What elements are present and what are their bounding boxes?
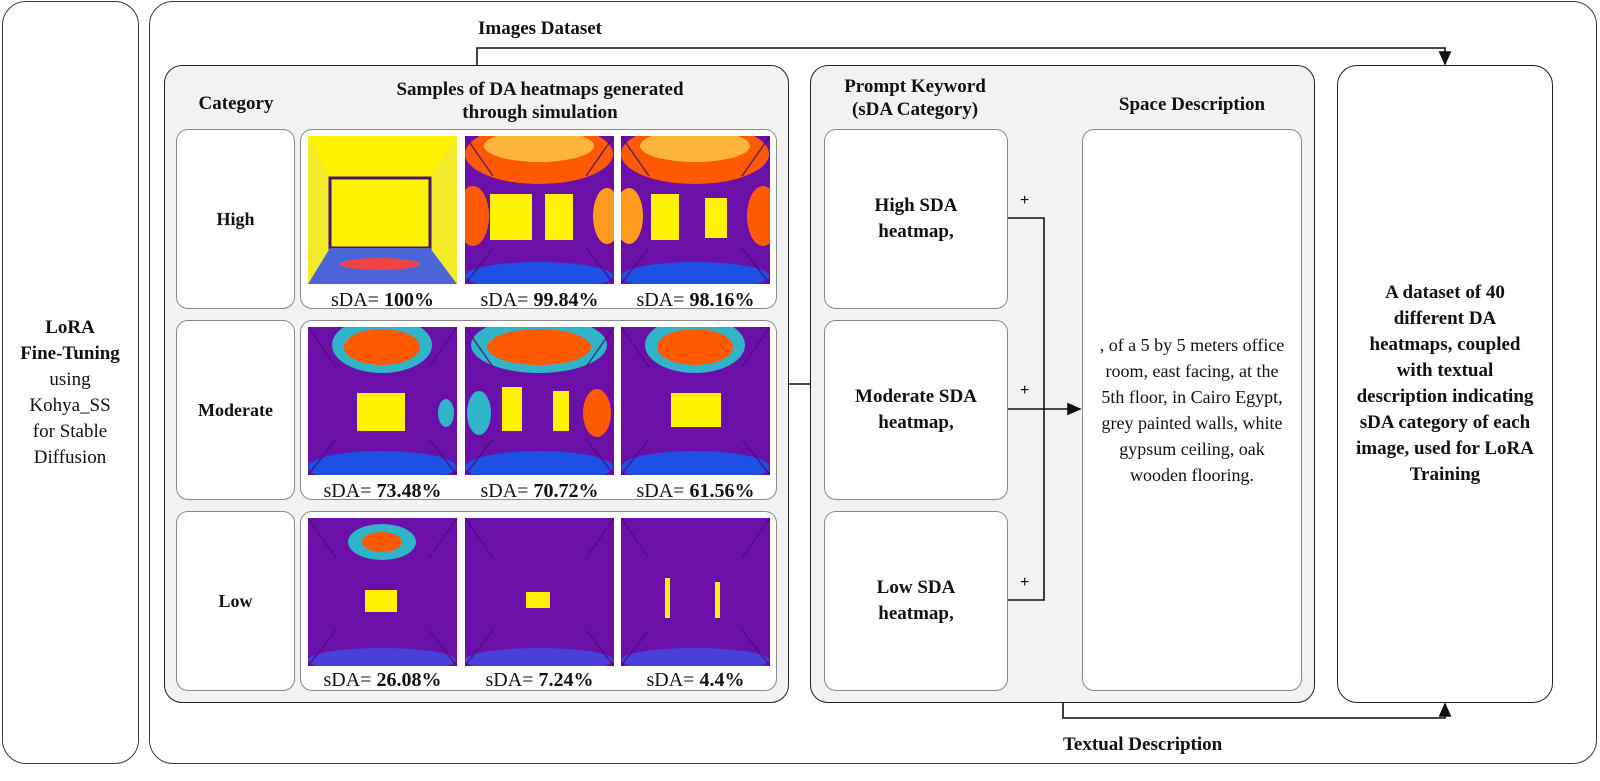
- prompt-keyword-header-line2: (sDA Category): [851, 99, 979, 120]
- lora-title-line2: Fine-Tuning: [20, 343, 120, 364]
- textual-description-arrow: [1062, 702, 1452, 719]
- sda-caption-value: 99.84%: [533, 289, 599, 311]
- sda-caption-value: 61.56%: [689, 480, 755, 502]
- sda-caption: sDA= 100%: [308, 289, 457, 311]
- left-frame: [2, 1, 139, 764]
- keyword-line1: Moderate SDA: [855, 386, 977, 407]
- sda-caption: sDA= 4.4%: [621, 669, 770, 691]
- keyword-line1: Low SDA: [876, 577, 956, 598]
- sda-caption-value: 7.24%: [538, 669, 594, 691]
- sda-caption-value: 26.08%: [376, 669, 442, 691]
- plus-sign-moderate: +: [1020, 382, 1030, 399]
- lora-title-line1: LoRA: [45, 317, 95, 338]
- category-header: Category: [198, 93, 274, 114]
- samples-header: Samples of DA heatmaps generated through…: [300, 78, 780, 124]
- images-dataset-arrow: [476, 47, 1452, 66]
- sda-caption: sDA= 70.72%: [465, 480, 614, 502]
- keyword-line2: heatmap,: [878, 603, 954, 624]
- heatmap-image: [464, 517, 615, 672]
- category-label: Moderate: [198, 399, 273, 420]
- lora-line3: using: [49, 369, 91, 390]
- prompt-keyword-header-line1: Prompt Keyword: [844, 76, 986, 97]
- samples-header-line1: Samples of DA heatmaps generated: [396, 79, 684, 100]
- sda-caption-prefix: sDA=: [480, 480, 534, 502]
- category-label: High: [216, 208, 255, 229]
- sda-caption-value: 73.48%: [376, 480, 442, 502]
- category-cell-high: High: [176, 129, 295, 309]
- images-dataset-label: Images Dataset: [478, 18, 603, 39]
- sda-caption-prefix: sDA=: [485, 669, 539, 691]
- category-label: Low: [218, 590, 253, 611]
- sda-caption-prefix: sDA=: [323, 669, 377, 691]
- category-cell-moderate: Moderate: [176, 320, 295, 500]
- keyword-cell-high: High SDA heatmap,: [824, 129, 1008, 309]
- space-description-header: Space Description: [1118, 94, 1266, 115]
- space-description-text: , of a 5 by 5 meters office room, east f…: [1099, 335, 1285, 485]
- heatmap-image: [620, 317, 771, 483]
- dataset-box: A dataset of 40 different DA heatmaps, c…: [1337, 65, 1553, 703]
- sda-caption-prefix: sDA=: [646, 669, 700, 691]
- sda-caption-prefix: sDA=: [636, 289, 690, 311]
- sda-caption-value: 70.72%: [533, 480, 599, 502]
- plus-sign-low: +: [1020, 574, 1030, 591]
- sda-caption-prefix: sDA=: [636, 480, 690, 502]
- space-description-cell: , of a 5 by 5 meters office room, east f…: [1082, 129, 1302, 691]
- keyword-cell-low: Low SDA heatmap,: [824, 511, 1008, 691]
- lora-line6: Diffusion: [33, 447, 107, 468]
- heatmap-image: [615, 124, 779, 290]
- keyword-cell-moderate: Moderate SDA heatmap,: [824, 320, 1008, 500]
- prompt-keyword-header: Prompt Keyword (sDA Category): [820, 75, 1010, 121]
- keyword-line2: heatmap,: [878, 221, 954, 242]
- sda-caption: sDA= 26.08%: [308, 669, 457, 691]
- sda-caption: sDA= 7.24%: [465, 669, 614, 691]
- sda-caption-prefix: sDA=: [480, 289, 534, 311]
- category-cell-low: Low: [176, 511, 295, 691]
- heatmap-image: [308, 136, 457, 284]
- keyword-text: Low SDA heatmap,: [869, 575, 964, 627]
- samples-header-line2: through simulation: [462, 102, 618, 123]
- keyword-line2: heatmap,: [878, 412, 954, 433]
- sda-caption: sDA= 61.56%: [621, 480, 770, 502]
- sda-caption-prefix: sDA=: [323, 480, 377, 502]
- lora-line5: for Stable: [32, 421, 108, 442]
- heatmap-image: [464, 317, 615, 483]
- plus-sign-high: +: [1020, 192, 1030, 209]
- sda-caption: sDA= 98.16%: [621, 289, 770, 311]
- heatmap-image: [620, 517, 771, 672]
- sda-caption-prefix: sDA=: [331, 289, 384, 311]
- heatmap-image: [307, 317, 458, 483]
- dataset-text: A dataset of 40 different DA heatmaps, c…: [1355, 282, 1535, 485]
- keyword-line1: High SDA: [874, 195, 958, 216]
- heatmap-image: [307, 517, 458, 672]
- lora-label: LoRA Fine-Tuning using Kohya_SS for Stab…: [0, 315, 140, 471]
- textual-description-label: Textual Description: [1063, 734, 1223, 755]
- sda-caption-value: 100%: [383, 289, 434, 311]
- sda-caption-value: 98.16%: [689, 289, 755, 311]
- sda-caption-value: 4.4%: [699, 669, 745, 691]
- sda-caption: sDA= 99.84%: [465, 289, 614, 311]
- heatmap-image: [457, 124, 621, 290]
- lora-line4: Kohya_SS: [29, 395, 111, 416]
- keyword-text: High SDA heatmap,: [867, 193, 966, 245]
- sda-caption: sDA= 73.48%: [308, 480, 457, 502]
- keyword-text: Moderate SDA heatmap,: [847, 384, 985, 436]
